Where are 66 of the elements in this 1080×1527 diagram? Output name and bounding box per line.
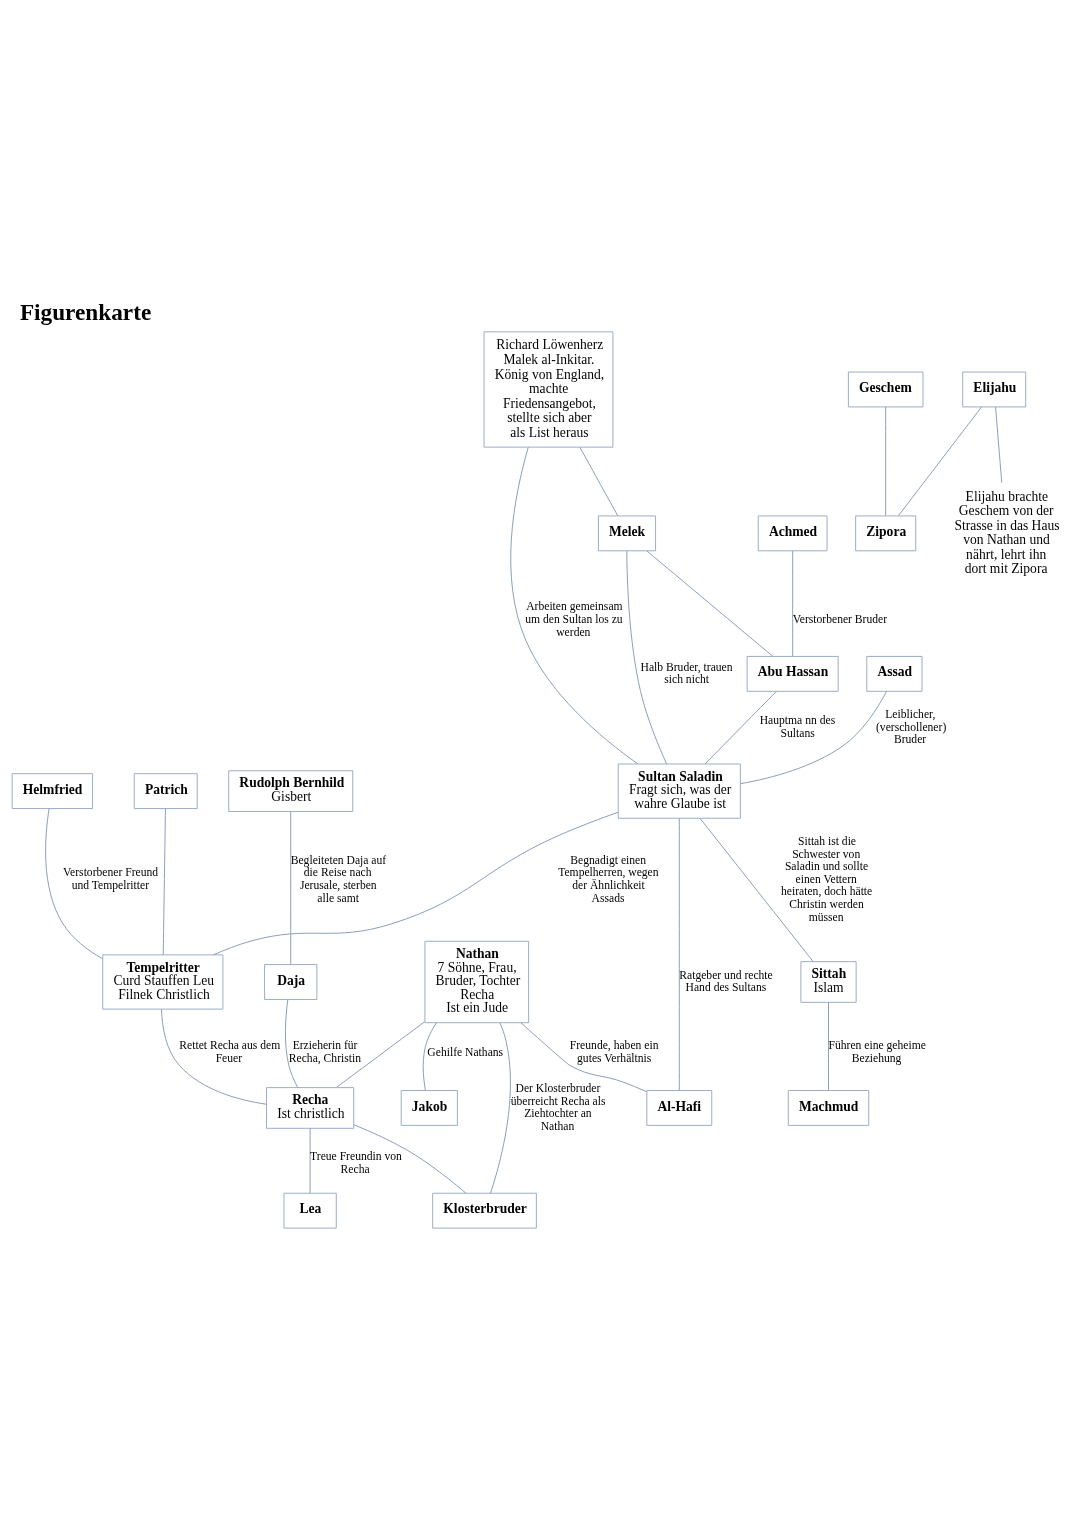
connector [520,1022,648,1093]
connector [510,446,639,765]
node-box: Sittah Islam [800,961,857,1003]
connector [626,550,668,765]
edge-label: Erzieherin für Recha, Christin [288,1039,362,1066]
node-box: Assad [866,655,923,692]
node-box: Elijahu [962,371,1027,408]
node-box: Recha Ist christlich [266,1087,355,1129]
edge-label: Verstorbener Bruder [792,613,888,627]
node-box: Jakob [400,1090,458,1126]
connector [704,690,777,765]
connector [885,406,887,516]
node-box: Patrich [133,773,198,810]
connector [353,1124,467,1194]
connector [646,550,774,657]
node-box: Al-Hafi [646,1090,713,1126]
node-box: Richard Löwenherz Malek al-Inkitar. König von England, machte Friedensangebot, stellte sich aber als List heraus [483,331,614,448]
connector [309,1127,311,1194]
node-box: Geschem [847,371,924,408]
edge-label: Führen eine geheime Beziehung [828,1039,926,1066]
edge-label: Freunde, haben ein gutes Verhältnis [569,1039,659,1066]
node-box: Lea [283,1192,337,1229]
connector [740,690,888,785]
node-text: Elijahu brachte Geschem von der Strasse in das Haus von Nathan und nährt, lehrt ihn dort mit Zipora [954,488,1060,577]
connector [45,808,104,960]
node-box: Machmud [787,1090,870,1126]
edge-label: Begleiteten Daja auf die Reise nach Jerusale, sterben alle samt [290,853,387,905]
edge-label: Halb Bruder, trauen sich nicht [640,660,733,687]
diagram-title: Figurenkarte [19,299,152,326]
connector [213,811,619,956]
node-box: Helmfried [11,773,94,810]
connector [699,817,814,963]
node-box: Abu Hassan [746,655,839,692]
connector [898,406,983,516]
connector [792,550,794,657]
node-box: Klosterbruder [432,1192,537,1229]
connector [162,808,166,956]
node-box: Daja [264,964,318,1000]
connector [828,1001,829,1091]
node-box: Tempelritter Curd Stauffen Leu Filnek Christlich [102,954,224,1010]
node-box: Sultan Saladin Fragt sich, was der wahre Glaube ist [617,763,741,819]
node-box: Rudolph Bernhild Gisbert [228,770,354,812]
connector [422,1022,437,1091]
connector [678,817,680,1091]
connector [490,1022,511,1194]
node-box: Achmed [757,515,828,552]
edge-label: Gehilfe Nathans [427,1045,504,1059]
connector [336,1021,425,1088]
edge-label: Treue Freundin von Recha [310,1149,402,1176]
edge-label: Der Klosterbruder überreicht Recha als Ziehtochter an Nathan [510,1082,606,1133]
connector [290,811,292,965]
edge-label: Hauptma nn des Sultans [759,714,836,740]
edge-label: Verstorbener Freund und Tempelritter [63,866,159,893]
node-box: Zipora [855,515,917,552]
edge-label: Leiblicher, (verschollener) Bruder [875,708,947,747]
edge-label: Sittah ist die Schwester von Saladin und sollte einen Vettern heiraten, doch hätte Christin werden müssen [781,834,873,924]
connector [995,406,1003,484]
connector [161,1008,267,1105]
connector [579,446,619,517]
connector [284,999,299,1088]
edge-label: Rettet Recha aus dem Feuer [179,1039,281,1066]
edge-label: Arbeiten gemeinsam um den Sultan los zu werden [525,600,623,639]
node-box: Melek [597,515,657,552]
node-box: Nathan 7 Söhne, Frau, Bruder, Tochter Recha Ist ein Jude [424,940,530,1024]
edge-label: Begnadigt einen Tempelherren, wegen der Ähnlichkeit Assads [558,853,659,905]
edge-label: Ratgeber und rechte Hand des Sultans [679,968,773,995]
